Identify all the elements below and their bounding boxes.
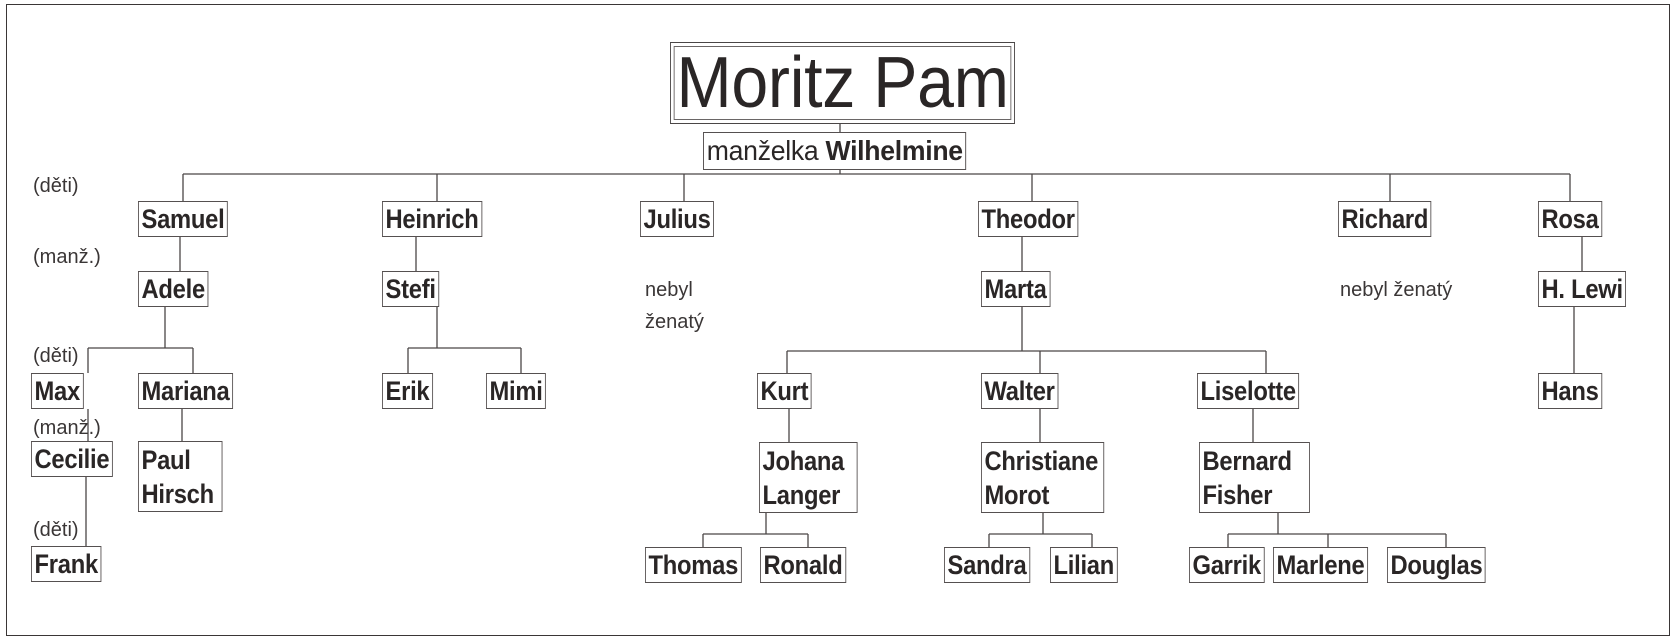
person-garrik: Garrik — [1189, 547, 1265, 583]
spouse-christiane-morot: Christiane Morot — [981, 442, 1105, 513]
person-sandra: Sandra — [944, 547, 1031, 583]
person-marlene: Marlene — [1273, 547, 1368, 583]
person-hans: Hans — [1538, 373, 1603, 409]
label-children: (děti) — [33, 519, 79, 541]
spouse-bernard-fisher: Bernard Fisher — [1199, 442, 1310, 513]
person-douglas: Douglas — [1387, 547, 1486, 583]
spouse-paul-hirsch: Paul Hirsch — [138, 441, 223, 512]
person-thomas: Thomas — [645, 547, 742, 583]
person-theodor: Theodor — [978, 201, 1079, 237]
root-spouse: manželka Wilhelmine — [703, 132, 967, 170]
person-ronald: Ronald — [760, 547, 846, 583]
person-lilian: Lilian — [1050, 547, 1118, 583]
spouse-johana-langer: Johana Langer — [759, 442, 858, 513]
spouse-name: Wilhelmine — [825, 135, 963, 166]
person-walter: Walter — [981, 373, 1059, 409]
spouse-cecilie: Cecilie — [31, 441, 113, 477]
person-mariana: Mariana — [138, 373, 233, 409]
note-richard: nebyl ženatý — [1340, 279, 1453, 301]
spouse-h-lewi: H. Lewi — [1538, 271, 1627, 307]
label-children: (děti) — [33, 175, 79, 197]
spouse-adele: Adele — [138, 271, 209, 307]
diagram-frame — [6, 4, 1670, 636]
person-frank: Frank — [31, 546, 102, 582]
person-mimi: Mimi — [486, 373, 547, 409]
spouse-prefix: manželka — [706, 135, 819, 166]
person-erik: Erik — [382, 373, 433, 409]
person-richard: Richard — [1338, 201, 1432, 237]
person-heinrich: Heinrich — [382, 201, 483, 237]
person-liselotte: Liselotte — [1197, 373, 1300, 409]
root-person: Moritz Pam — [670, 42, 1016, 124]
spouse-marta: Marta — [981, 271, 1051, 307]
note-julius: nebyl ženatý — [645, 279, 704, 333]
label-spouse: (manž.) — [33, 246, 101, 268]
person-samuel: Samuel — [138, 201, 228, 237]
person-kurt: Kurt — [757, 373, 812, 409]
label-spouse: (manž.) — [33, 417, 101, 439]
label-children: (děti) — [33, 345, 79, 367]
person-rosa: Rosa — [1538, 201, 1603, 237]
person-julius: Julius — [640, 201, 715, 237]
spouse-stefi: Stefi — [382, 271, 440, 307]
person-max: Max — [31, 373, 84, 409]
